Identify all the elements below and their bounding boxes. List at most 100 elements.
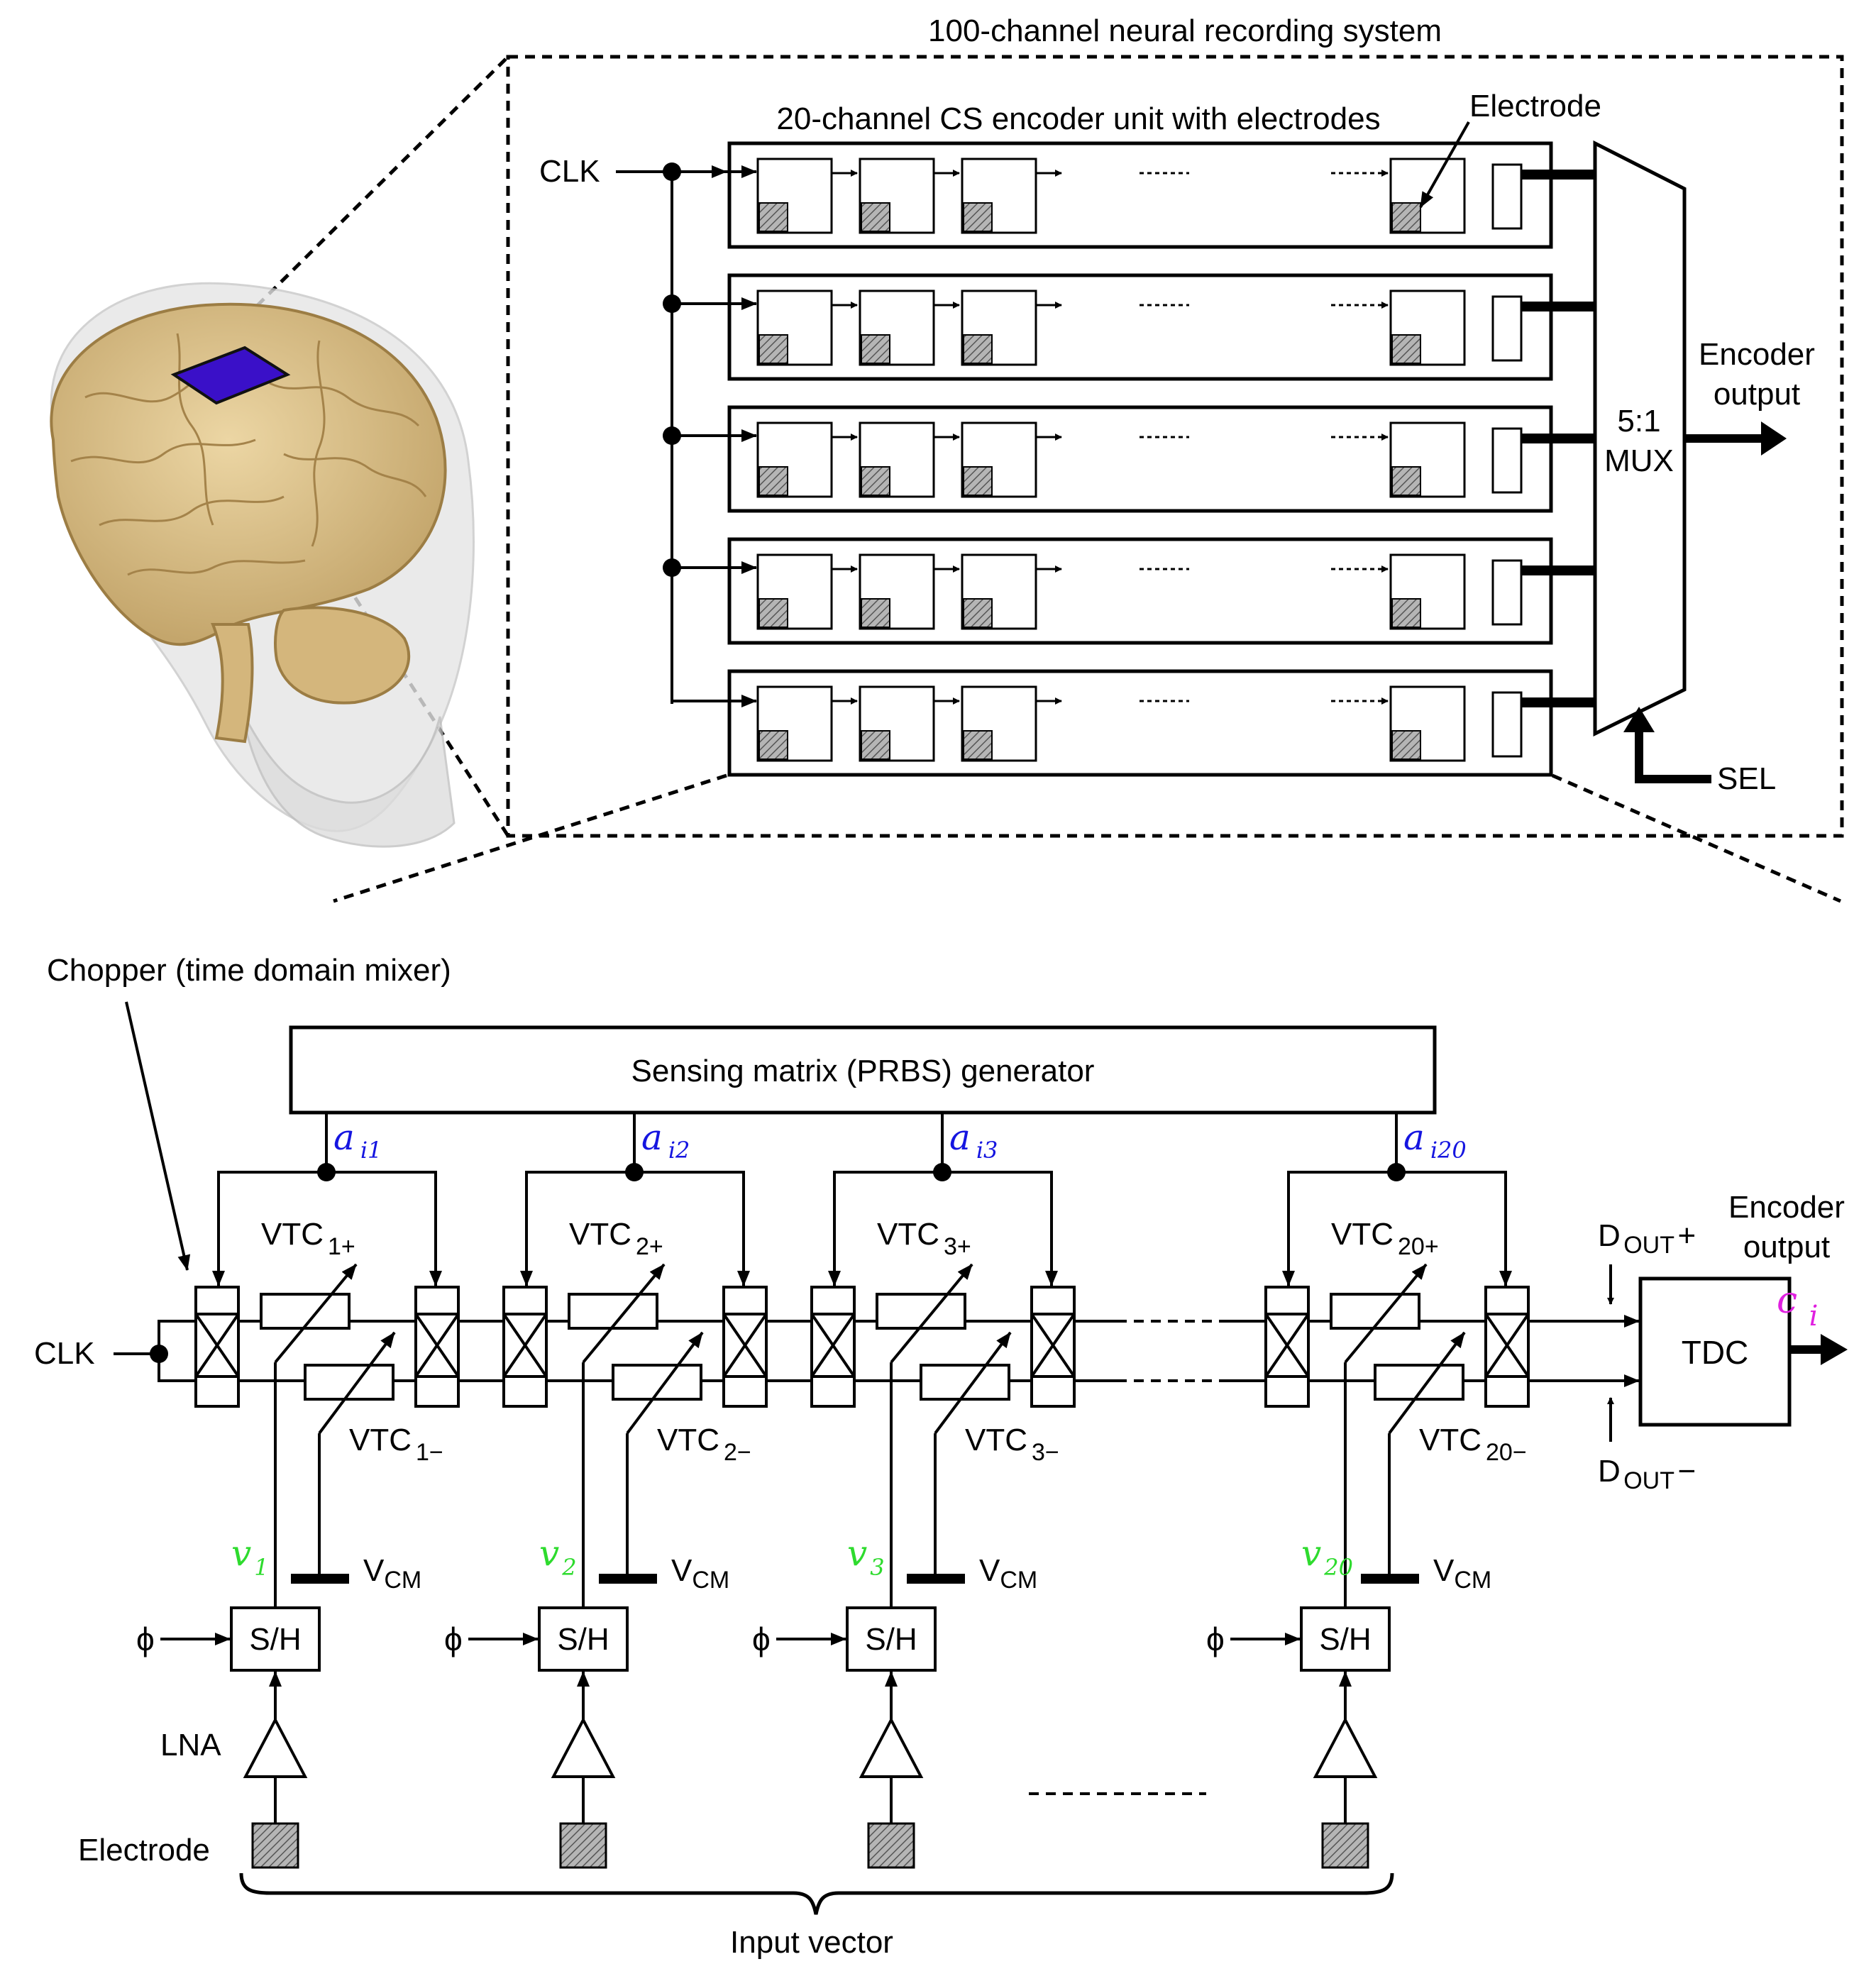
encoder-cell	[961, 685, 1062, 762]
electrode-pad	[758, 730, 788, 760]
electrode-pad	[758, 466, 788, 496]
v-sub: 20	[1323, 1554, 1353, 1581]
encoder-cell	[756, 158, 858, 234]
v-main: v	[539, 1533, 559, 1574]
chopper-switch-right	[414, 1286, 460, 1408]
bottom-clk-node	[150, 1345, 168, 1363]
sample-hold-label: S/H	[1319, 1622, 1371, 1657]
zoom-line-bottom-right	[1552, 773, 1841, 903]
unit-output-register	[1491, 163, 1523, 230]
brain-illustration	[50, 282, 475, 848]
vtc-plus-main: VTC	[569, 1217, 631, 1252]
top-section: 100-channel neural recording system	[50, 13, 1844, 903]
vtc-plus-main: VTC	[877, 1217, 939, 1252]
encoder-cell	[756, 421, 858, 498]
vtc-minus-control-arrow	[626, 1331, 704, 1435]
electrode-pad	[867, 1822, 915, 1869]
electrode-row-label: Electrode	[78, 1833, 210, 1868]
chopper-switch-left	[502, 1286, 548, 1408]
encoder-cell	[859, 158, 960, 234]
vtc-minus-control-arrow	[934, 1331, 1012, 1435]
electrode-pad	[963, 202, 993, 232]
a-main: a	[641, 1117, 663, 1158]
c-main: c	[1777, 1279, 1797, 1322]
vcm-label: VCM	[671, 1553, 729, 1594]
unit-title: 20-channel CS encoder unit with electrod…	[776, 101, 1380, 136]
encoder-cell	[961, 421, 1062, 498]
mux-5-to-1	[1593, 140, 1687, 737]
vtc-minus-main: VTC	[1419, 1423, 1482, 1457]
sample-hold-label: S/H	[865, 1622, 917, 1657]
dout-plus-sign: +	[1677, 1218, 1696, 1253]
phi-label: ϕ	[444, 1621, 463, 1657]
vtc-minus-block	[612, 1364, 702, 1401]
encoder-cell	[756, 553, 858, 630]
v-sub: 1	[254, 1554, 268, 1581]
electrode-pad	[861, 466, 890, 496]
vtc-minus-block	[304, 1364, 394, 1401]
input-vector-label: Input vector	[730, 1925, 893, 1960]
cortex-folds	[70, 333, 427, 576]
encoder-unit-3	[727, 405, 1595, 513]
vcm-label: VCM	[1433, 1553, 1491, 1594]
electrode-pad	[1391, 598, 1421, 628]
tdc-output-arrowhead	[1821, 1334, 1848, 1365]
vcm-sub: CM	[384, 1567, 421, 1594]
chopper-switch-right	[1484, 1286, 1530, 1408]
vtc-plus-control-arrow	[274, 1263, 358, 1364]
vtc-minus-control-arrow	[318, 1331, 396, 1435]
unit-output-register	[1491, 295, 1523, 362]
phi-label: ϕ	[1206, 1621, 1225, 1657]
jaw-outline	[240, 709, 456, 848]
top-encoder-output-line1: Encoder	[1699, 337, 1815, 372]
sample-hold-label: S/H	[557, 1622, 609, 1657]
a-main: a	[333, 1117, 355, 1158]
unit-output-register	[1491, 427, 1523, 494]
vtc-minus-sub: 2−	[724, 1439, 751, 1466]
electrode-pad	[1391, 466, 1421, 496]
electrode-pad	[758, 598, 788, 628]
chopper-switch-cross-b	[502, 1313, 548, 1378]
prbs-generator	[289, 1025, 1437, 1115]
encoder-cell	[756, 685, 858, 762]
sel-wire	[1635, 731, 1711, 783]
sample-hold-block	[1300, 1606, 1391, 1672]
v-main: v	[231, 1533, 251, 1574]
lna-amplifier	[1313, 1716, 1378, 1778]
encoder-cell	[859, 289, 960, 366]
chopper-label: Chopper (time domain mixer)	[47, 953, 451, 988]
top-clk-label: CLK	[539, 154, 600, 189]
mux-label: MUX	[1604, 443, 1674, 478]
electrode-pad	[1391, 730, 1421, 760]
encoder-cell	[859, 685, 960, 762]
chopper-switch-cross-b	[1484, 1313, 1530, 1378]
electrode-pad	[861, 730, 890, 760]
vtc-plus-block	[568, 1293, 658, 1330]
unit-output-register	[1491, 691, 1523, 758]
v-sub: 2	[561, 1554, 576, 1581]
cerebellum	[274, 606, 411, 705]
chopper-switch-cross-b	[810, 1313, 856, 1378]
vtc-minus-main: VTC	[349, 1423, 412, 1457]
unit-output-register	[1491, 559, 1523, 626]
vtc-plus-control-arrow	[582, 1263, 666, 1364]
encoder-cell	[961, 553, 1062, 630]
chopper-switch-cross-b	[414, 1313, 460, 1378]
c-sub: i	[1809, 1300, 1819, 1333]
zoom-line-upper	[243, 55, 509, 319]
encoder-cell	[961, 158, 1062, 234]
chopper-switch-right	[722, 1286, 768, 1408]
vtc-plus-control-arrow	[1344, 1263, 1428, 1364]
vcm-bar	[1361, 1574, 1419, 1584]
encoder-cell	[756, 289, 858, 366]
encoder-cell	[1389, 421, 1466, 498]
dout-minus-sign: −	[1677, 1454, 1696, 1489]
